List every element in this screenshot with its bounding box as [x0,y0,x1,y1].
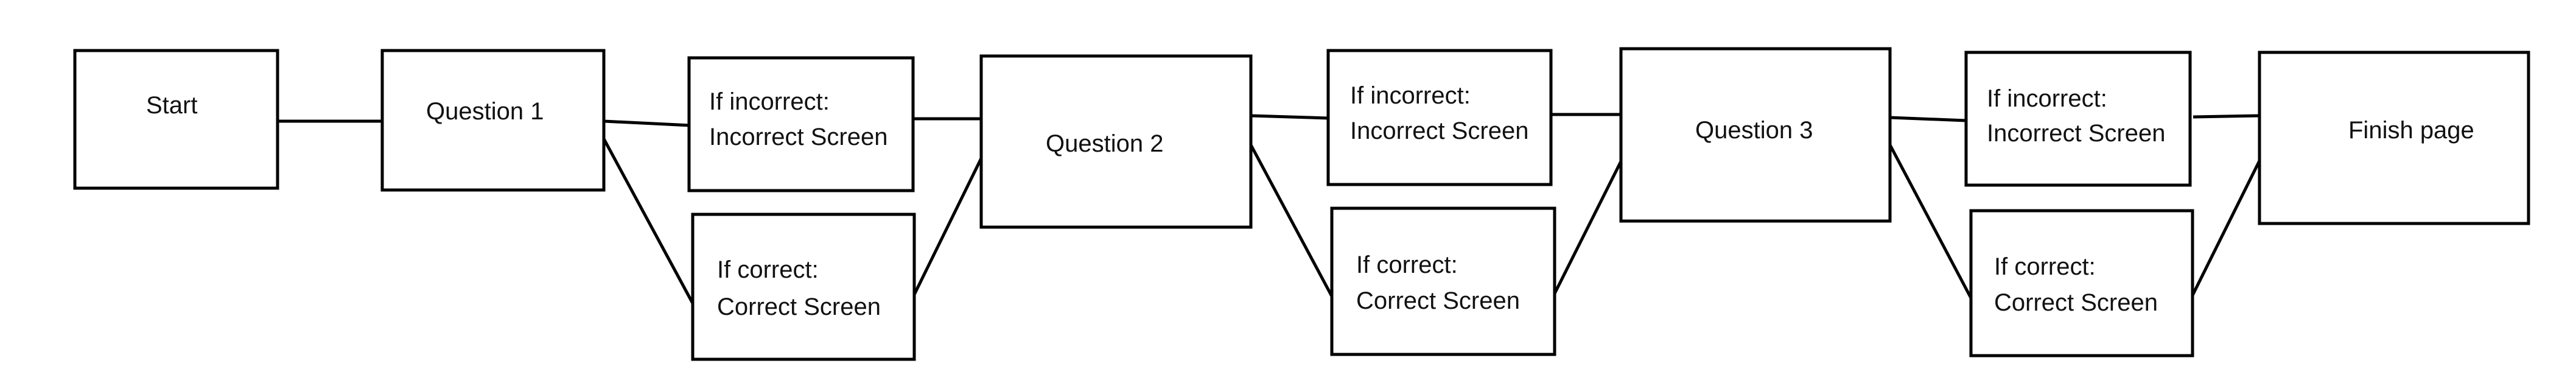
edge-incorrect3-finish [2193,114,2261,119]
edge-correct2-q3 [1549,155,1625,302]
node-question-1: Question 1 [380,49,606,192]
connectors [278,113,2262,306]
edge-q3-correct3 [1888,144,1975,303]
node-question-2: Question 2 [979,54,1253,229]
node-finish-page: Finish page [2258,51,2530,225]
edge-q2-incorrect2 [1250,114,1329,120]
node-start-label: Start [146,92,197,119]
edge-correct1-q2 [908,157,983,306]
node-question-3-label: Question 3 [1695,117,1813,144]
edge-q3-incorrect3 [1889,116,1967,122]
node-start: Start [73,49,279,190]
node-correct-2-line1: If correct: [1356,252,1458,278]
node-question-3: Question 3 [1619,47,1892,223]
edge-q1-correct1 [602,138,695,304]
node-question-2-label: Question 2 [1046,130,1163,157]
node-incorrect-screen-1: If incorrect: Incorrect Screen [687,56,915,192]
node-correct-screen-1: If correct: Correct Screen [691,213,916,361]
edge-q2-correct2 [1249,144,1336,302]
node-incorrect-3-line1: If incorrect: [1987,85,2107,112]
node-question-1-label: Question 1 [426,98,544,125]
edge-q1-incorrect1 [603,119,691,127]
node-correct-1-line1: If correct: [717,256,819,283]
node-correct-1-line2: Correct Screen [717,294,881,320]
node-incorrect-screen-3: If incorrect: Incorrect Screen [1964,51,2192,187]
node-correct-screen-3: If correct: Correct Screen [1969,209,2194,357]
edge-correct3-finish [2188,158,2262,303]
node-correct-3-line1: If correct: [1994,253,2096,280]
node-correct-screen-2: If correct: Correct Screen [1330,206,1556,356]
node-correct-3-line2: Correct Screen [1994,289,2158,316]
node-incorrect-1-line2: Incorrect Screen [709,124,887,150]
node-incorrect-3-line2: Incorrect Screen [1987,120,2165,147]
node-incorrect-2-line2: Incorrect Screen [1350,118,1528,144]
node-incorrect-2-line1: If incorrect: [1350,82,1471,109]
node-incorrect-1-line1: If incorrect: [709,88,830,115]
node-incorrect-screen-2: If incorrect: Incorrect Screen [1326,49,1553,186]
node-correct-2-line2: Correct Screen [1356,287,1520,314]
node-finish-label: Finish page [2348,117,2474,144]
